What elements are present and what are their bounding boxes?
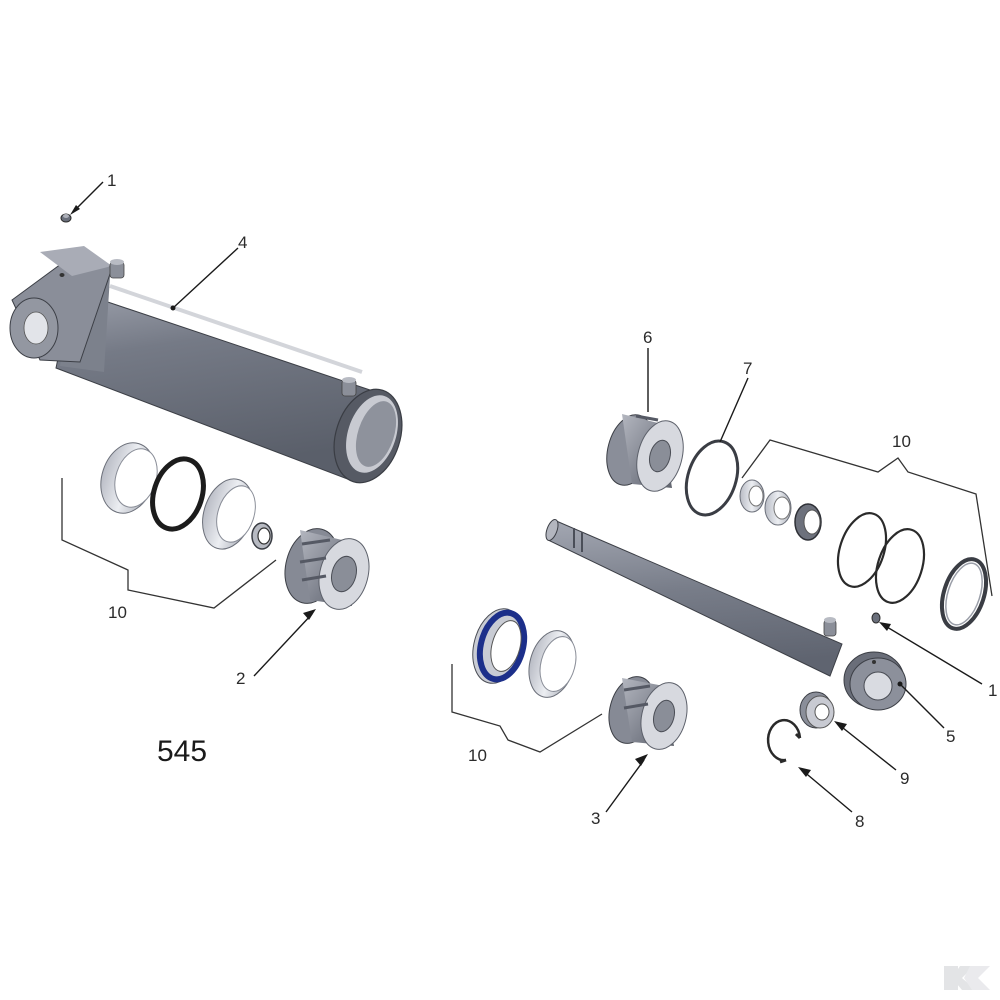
guide-ring-lower (528, 630, 577, 698)
leader-arrowhead-3 (635, 754, 648, 766)
callout-label-8: 8 (855, 812, 864, 831)
leader-line-2 (253, 613, 313, 677)
leader-line-8 (801, 769, 853, 813)
piston-part-2 (284, 528, 370, 610)
callout-label-9: 9 (900, 769, 909, 788)
callout-label-1b: 1 (988, 681, 997, 700)
leader-line-4 (172, 247, 239, 309)
rod-seal-blue (472, 608, 528, 684)
callout-label-7: 7 (743, 359, 752, 378)
cylinder-barrel-part-4 (9, 246, 403, 484)
rod-guide-ring-2 (764, 490, 792, 526)
rod-wiper-ring-1 (739, 479, 765, 513)
leader-line-5 (899, 683, 945, 729)
guide-ring-left-2 (202, 478, 256, 550)
leader-line-9 (837, 723, 897, 771)
circlip-part-8 (766, 718, 802, 764)
callout-label-3: 3 (591, 809, 600, 828)
grease-nipple-part-1a (60, 213, 72, 223)
bracket-10a (61, 478, 277, 609)
leader-dot-5 (897, 681, 903, 687)
model-number: 545 (157, 735, 207, 768)
leader-arrowhead-9 (834, 721, 847, 731)
rod-eye-part-5 (843, 651, 907, 711)
circlip-part-7 (684, 439, 740, 517)
leader-arrowhead-1a (70, 205, 80, 215)
o-ring-black-left (150, 456, 206, 532)
callout-label-10a: 10 (108, 603, 127, 622)
leader-line-1b (881, 623, 983, 685)
rod-seal-ring-3 (794, 503, 822, 541)
piston-rod (545, 519, 843, 677)
callout-label-1a: 1 (107, 171, 116, 190)
backup-ring-right (939, 557, 989, 631)
small-seal-ring-left (251, 522, 273, 550)
piston-part-3 (608, 676, 688, 750)
leader-dot-4 (170, 305, 176, 311)
callout-label-2: 2 (236, 669, 245, 688)
callout-label-5: 5 (946, 727, 955, 746)
bushing-part-9 (799, 691, 835, 729)
guide-ring-left-1 (100, 442, 158, 514)
watermark-logo (944, 966, 990, 990)
callout-label-10c: 10 (468, 746, 487, 765)
o-ring-right-1 (836, 512, 888, 588)
gland-part-6 (606, 414, 684, 492)
callout-label-6: 6 (643, 328, 652, 347)
leader-arrowhead-1b (879, 622, 891, 631)
grease-nipple-part-1b (871, 612, 881, 624)
bracket-10c (451, 664, 603, 753)
o-ring-right-2 (874, 528, 926, 604)
leader-line-7 (719, 377, 749, 443)
leader-arrowhead-2 (303, 609, 316, 620)
leader-line-3 (605, 759, 645, 813)
callout-label-4: 4 (238, 233, 247, 252)
callout-label-10b: 10 (892, 432, 911, 451)
bracket-10b (741, 439, 993, 597)
leader-arrowhead-8 (798, 767, 811, 777)
